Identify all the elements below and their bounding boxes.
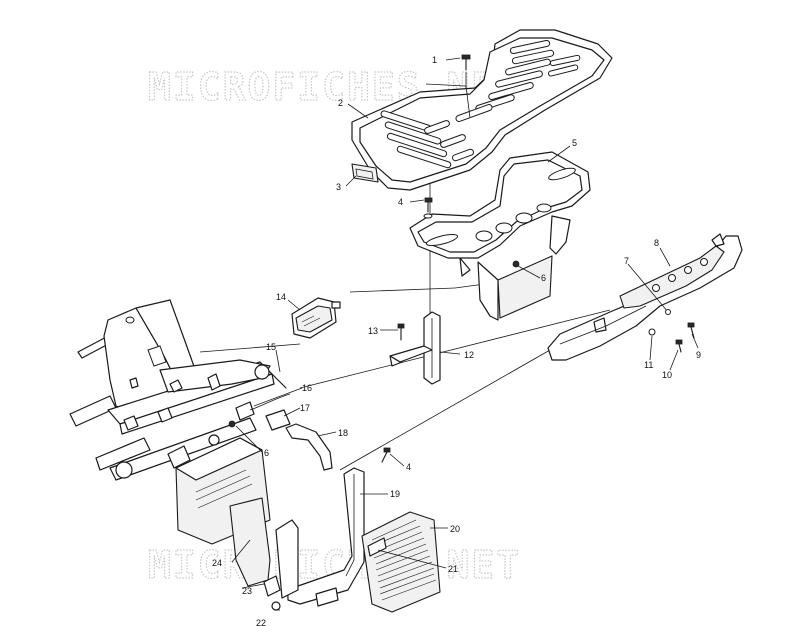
lower-flap-parts — [229, 497, 281, 611]
callout-3: 3 — [336, 182, 341, 192]
bolt-1 — [425, 54, 471, 119]
callout-10: 10 — [662, 370, 672, 380]
leader-lines — [231, 57, 699, 611]
harness-connectors — [228, 373, 291, 431]
nut-6-upper — [512, 260, 520, 268]
callout-17: 17 — [300, 403, 310, 413]
callout-5: 5 — [572, 138, 577, 148]
frame-hatching — [195, 469, 253, 509]
rear-bumper — [547, 233, 743, 361]
bolt-4-upper — [423, 197, 433, 219]
callout-4: 4 — [398, 197, 403, 207]
rear-rack-slots — [380, 39, 581, 169]
callouts: 1 2 3 4 5 6 7 8 9 10 11 12 13 14 15 16 1… — [212, 55, 701, 628]
bolt-4-lower — [381, 447, 391, 463]
reflector — [351, 163, 379, 183]
callout-4-lower: 4 — [406, 462, 411, 472]
callout-6: 6 — [541, 273, 546, 283]
bolt-13 — [397, 323, 405, 341]
callout-18: 18 — [338, 428, 348, 438]
bumper-hardware — [627, 263, 695, 353]
callout-1: 1 — [432, 55, 437, 65]
callout-14: 14 — [276, 292, 286, 302]
callout-6-lower: 6 — [264, 448, 269, 458]
callout-24: 24 — [212, 558, 222, 568]
callout-7: 7 — [624, 256, 629, 266]
callout-8: 8 — [654, 238, 659, 248]
tail-light — [291, 297, 341, 339]
bracket-12 — [389, 311, 441, 385]
callout-22: 22 — [256, 618, 266, 628]
callout-9: 9 — [696, 350, 701, 360]
rack-support — [409, 151, 591, 321]
frame — [69, 299, 275, 545]
wire-harness — [285, 423, 333, 471]
callout-15: 15 — [266, 342, 276, 352]
callout-23: 23 — [242, 586, 252, 596]
callout-21: 21 — [448, 564, 458, 574]
rear-rack — [351, 29, 613, 191]
callout-13: 13 — [368, 326, 378, 336]
guard-bar — [275, 467, 365, 607]
callout-16: 16 — [302, 383, 312, 393]
callout-19: 19 — [390, 489, 400, 499]
callout-12: 12 — [464, 350, 474, 360]
mud-flap — [361, 511, 441, 613]
callout-11: 11 — [644, 360, 653, 370]
callout-20: 20 — [450, 524, 460, 534]
callout-2: 2 — [338, 98, 343, 108]
